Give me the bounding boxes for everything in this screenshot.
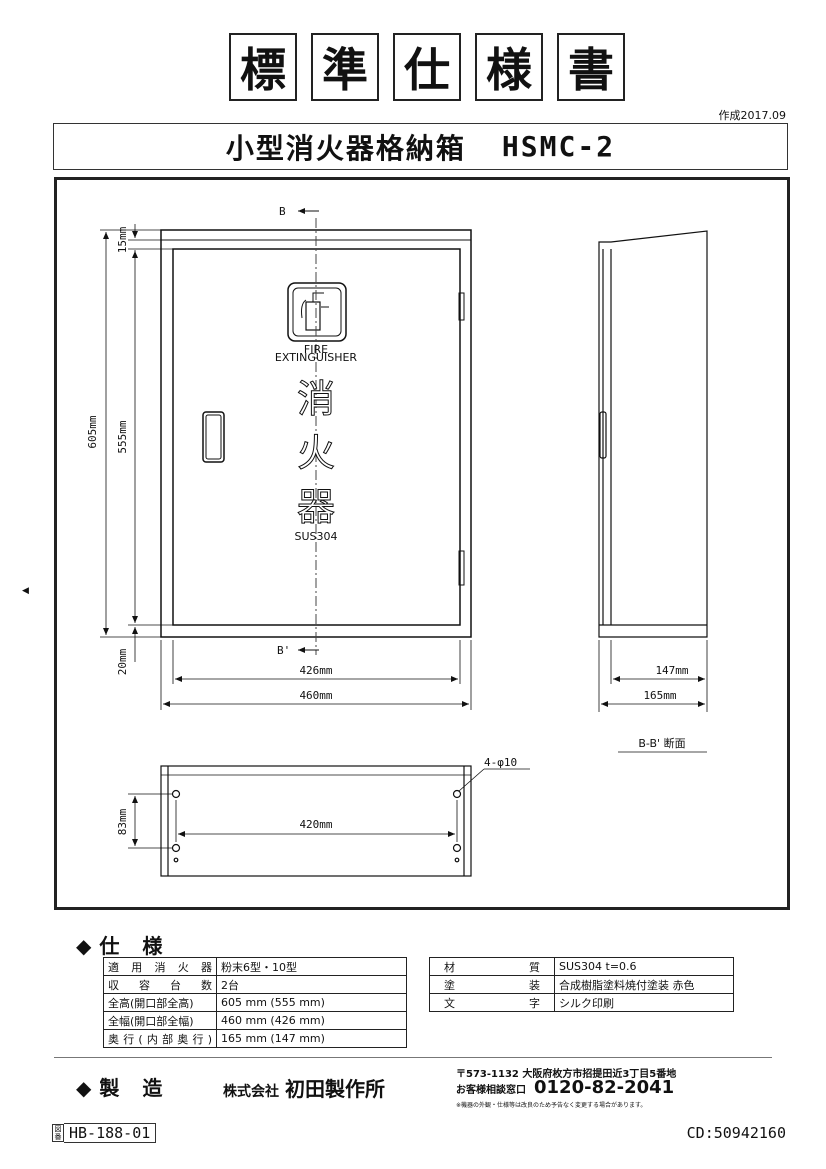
disclaimer-note: ※機器の外観・仕様等は改良のため予告なく変更する場合があります。: [456, 1102, 647, 1109]
hole-spec: 4-φ10: [484, 756, 517, 769]
spec-value: 605 mm (555 mm): [216, 993, 407, 1012]
dim-555: 555mm: [116, 420, 129, 453]
maker-heading: ◆製 造: [76, 1076, 171, 1100]
dim-15: 15mm: [116, 226, 129, 253]
cd-number: CD:50942160: [686, 1124, 786, 1142]
phone-number: 0120-82-2041: [534, 1077, 675, 1098]
created-date: 作成2017.09: [718, 109, 787, 122]
door-label-extinguisher: EXTINGUISHER: [275, 351, 358, 364]
table-row: 全高(開口部全高) 605 mm (555 mm): [103, 993, 407, 1012]
left-arrow-mark: ◀: [22, 586, 29, 596]
product-name: 小型消火器格納箱: [225, 131, 466, 165]
address: 〒573-1132 大阪府枚方市招提田近3丁目5番地: [456, 1069, 677, 1080]
title-char-5: 書: [557, 33, 625, 101]
title-char-1: 標: [229, 33, 297, 101]
door-char-3: 器: [297, 485, 335, 529]
spec-label: 文字: [429, 993, 555, 1012]
dim-426: 426mm: [299, 664, 332, 677]
spec-table-left: 適用消火器 粉末6型・10型 収容台数 2台 全高(開口部全高) 605 mm …: [103, 957, 407, 1048]
title-char-4: 様: [475, 33, 543, 101]
spec-label: 塗装: [429, 975, 555, 994]
spec-label: 全幅(開口部全幅): [103, 1011, 217, 1030]
table-row: 塗装 合成樹脂塗料焼付塗装 赤色: [429, 975, 734, 994]
spec-value: シルク印刷: [554, 993, 734, 1012]
dim-165: 165mm: [643, 689, 676, 702]
product-code: HSMC-2: [501, 130, 616, 163]
spec-label: 全高(開口部全高): [103, 993, 217, 1012]
spec-value: 165 mm (147 mm): [216, 1029, 407, 1048]
drawing-number: 図番 HB-188-01: [52, 1123, 157, 1143]
front-view: [160, 208, 472, 655]
drawing-frame: [54, 177, 790, 910]
phone-line: お客様相談窓口 0120-82-2041: [456, 1077, 674, 1098]
spec-label: 材質: [429, 957, 555, 976]
section-label: B-B' 断面: [638, 736, 685, 750]
dim-83: 83mm: [116, 808, 129, 835]
dim-605: 605mm: [86, 415, 99, 448]
door-material: SUS304: [294, 530, 337, 543]
section-mark-bottom: B': [277, 644, 290, 657]
table-row: 材質 SUS304 t=0.6: [429, 957, 734, 976]
dim-20: 20mm: [116, 648, 129, 675]
divider: [54, 1057, 772, 1058]
spec-value: 460 mm (426 mm): [216, 1011, 407, 1030]
title-char-3: 仕: [393, 33, 461, 101]
spec-value: 2台: [216, 975, 407, 994]
product-title-bar: 小型消火器格納箱 HSMC-2: [53, 123, 788, 170]
side-view: [598, 230, 708, 753]
front-vertical-dimensions: [100, 224, 173, 662]
table-row: 文字 シルク印刷: [429, 993, 734, 1012]
door-char-1: 消: [297, 377, 335, 421]
table-row: 奥行(内部奥行) 165 mm (147 mm): [103, 1029, 407, 1048]
dim-147: 147mm: [655, 664, 688, 677]
spec-label: 奥行(内部奥行): [103, 1029, 217, 1048]
front-horizontal-dimensions: [160, 640, 472, 710]
section-mark-top: B: [279, 205, 286, 218]
drawing-number-mark: 図番: [52, 1124, 64, 1142]
company: 株式会社初田製作所: [223, 1073, 385, 1102]
spec-value: 粉末6型・10型: [216, 957, 407, 976]
door-label-fire: FIRE: [304, 343, 328, 356]
title-char-2: 準: [311, 33, 379, 101]
table-row: 適用消火器 粉末6型・10型: [103, 957, 407, 976]
table-row: 収容台数 2台: [103, 975, 407, 994]
bottom-view: [128, 765, 530, 877]
phone-label: お客様相談窓口: [456, 1085, 526, 1096]
drawing-number-value: HB-188-01: [64, 1123, 157, 1143]
spec-heading: ◆仕 様: [76, 934, 171, 958]
spec-label: 適用消火器: [103, 957, 217, 976]
spec-value: 合成樹脂塗料焼付塗装 赤色: [554, 975, 734, 994]
spec-label: 収容台数: [103, 975, 217, 994]
company-prefix: 株式会社: [223, 1084, 279, 1100]
table-row: 全幅(開口部全幅) 460 mm (426 mm): [103, 1011, 407, 1030]
dim-420: 420mm: [299, 818, 332, 831]
spec-table-right: 材質 SUS304 t=0.6 塗装 合成樹脂塗料焼付塗装 赤色 文字 シルク印…: [429, 957, 734, 1012]
dim-460: 460mm: [299, 689, 332, 702]
spec-value: SUS304 t=0.6: [554, 957, 734, 976]
door-char-2: 火: [297, 431, 335, 475]
company-name: 初田製作所: [285, 1077, 385, 1101]
